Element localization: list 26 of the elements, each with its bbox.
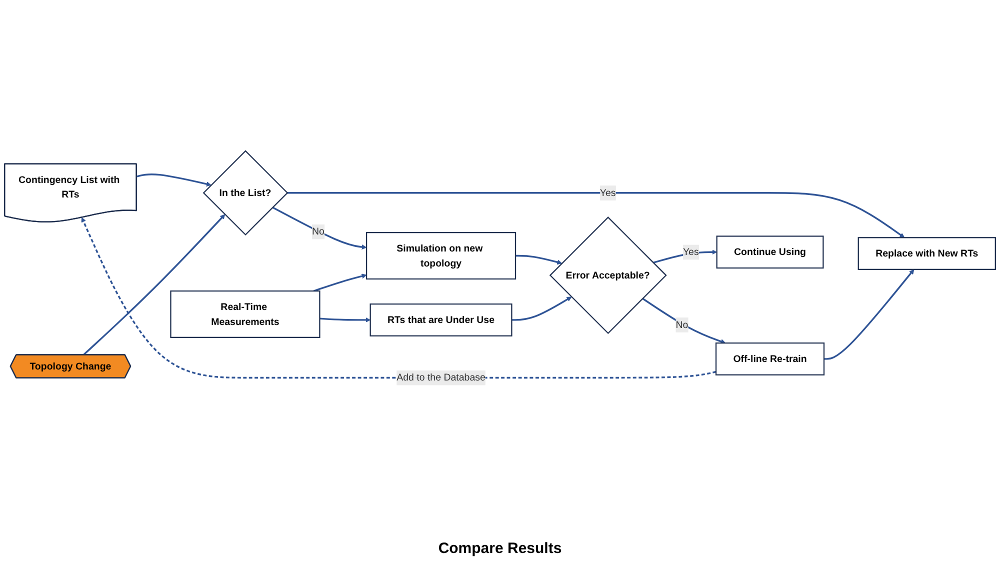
arrow — [642, 298, 726, 344]
arrow — [652, 250, 718, 264]
arrow — [824, 269, 914, 360]
arrow — [320, 317, 371, 322]
node-box: Simulation on new topology — [366, 232, 516, 280]
edge-label: No — [676, 319, 688, 330]
node-diamond: In the List? — [202, 150, 288, 236]
edge-label: Yes — [682, 246, 699, 258]
node-box: Off-line Re-train — [715, 342, 825, 376]
arrow — [82, 214, 226, 356]
edge-label: No — [312, 226, 324, 237]
edge-label: Add to the Database — [396, 372, 486, 384]
node-diamond: Error Acceptable? — [549, 216, 667, 334]
arrow — [272, 206, 367, 250]
arrow — [136, 173, 212, 187]
arrow — [287, 192, 905, 238]
arrow — [313, 274, 367, 292]
arrow — [516, 254, 562, 265]
node-box: Real-Time Measurements — [170, 290, 320, 338]
note-text: Compare Results — [438, 540, 562, 557]
edge-label: Yes — [600, 187, 616, 198]
arrow — [81, 217, 716, 379]
node-box: RTs that are Under Use — [370, 303, 512, 336]
node-box: Continue Using — [716, 236, 824, 269]
arrow — [512, 296, 572, 321]
node-box: Replace with New RTs — [858, 237, 996, 270]
